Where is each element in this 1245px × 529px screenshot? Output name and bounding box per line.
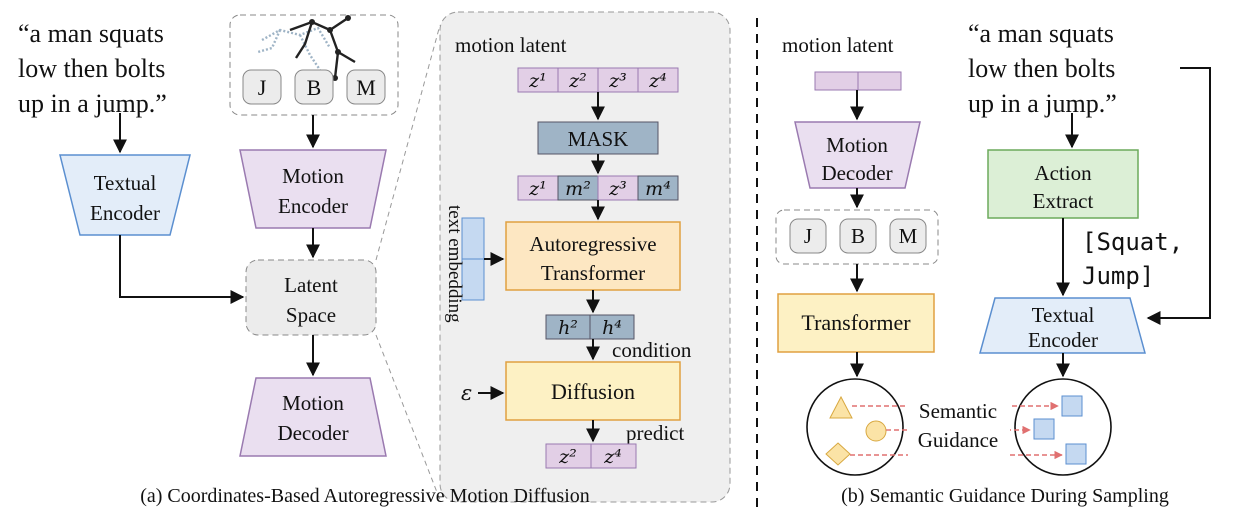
right-button-m: M: [899, 224, 918, 248]
motion-encoder: [239, 149, 387, 229]
latent-space-box: [245, 259, 377, 336]
condition-label: condition: [612, 338, 692, 362]
motion-decoder-right: [794, 121, 921, 189]
semantic-guidance-line2: Guidance: [918, 428, 998, 452]
motion-encoder-line2: Encoder: [278, 194, 348, 218]
square-shape-1: [1061, 395, 1083, 417]
textual-encoder-right-line1: Textual: [1032, 303, 1095, 327]
joint-buttons-right: J B M: [789, 218, 927, 254]
detail-arrows: [478, 92, 605, 443]
latent-space-line1: Latent: [284, 273, 338, 297]
right-arrows: [850, 67, 1211, 378]
autoregressive-transformer: [505, 221, 681, 291]
token-z4: z⁴: [648, 70, 667, 92]
latent-space-line2: Space: [286, 303, 336, 327]
masked-token-m4: m⁴: [645, 178, 671, 200]
button-m: [346, 69, 386, 105]
diamond-shape: [825, 442, 851, 466]
prompt-line-1: “a man squats: [18, 19, 164, 48]
actions-line2: Jump]: [1082, 262, 1154, 290]
button-j-label: J: [258, 75, 267, 100]
textual-encoder-right-line2: Encoder: [1028, 328, 1098, 352]
prompt-line-3: up in a jump.”: [18, 89, 167, 118]
latent-tokens-top: z¹ z² z³ z⁴: [517, 67, 679, 93]
target-space-circle: [1014, 378, 1112, 476]
latent-tokens-masked: z¹ m² z³ m⁴: [517, 175, 679, 201]
right-prompt-line-1: “a man squats: [968, 19, 1114, 48]
right-prompt-line-2: low then bolts: [968, 54, 1115, 83]
out-token-z4: z⁴: [603, 446, 622, 468]
masked-token-m2: m²: [565, 178, 591, 200]
action-extract-box: [987, 149, 1139, 219]
epsilon-label: ε: [461, 381, 472, 405]
motion-decoder-left-line2: Decoder: [277, 421, 348, 445]
right-prompt-line-3: up in a jump.”: [968, 89, 1117, 118]
button-j: [242, 69, 282, 105]
left-arrows: [113, 113, 320, 377]
textual-encoder-left-line2: Encoder: [90, 201, 160, 225]
token-z2: z²: [568, 70, 587, 92]
text-embedding-label: text embedding: [444, 205, 465, 323]
motion-encoder-line1: Motion: [282, 164, 344, 188]
action-extract-line1: Action: [1034, 161, 1092, 185]
square-shape-2: [1033, 418, 1055, 440]
motion-decoder-right-line2: Decoder: [821, 161, 892, 185]
transformer-box: [777, 293, 935, 353]
masked-token-z1: z¹: [528, 178, 547, 200]
prompt-text-right: “a man squats low then bolts up in a jum…: [968, 19, 1117, 118]
mask-box: [537, 121, 659, 155]
triangle-shape: [829, 395, 853, 419]
button-b: [294, 69, 334, 105]
zoom-line-top: [375, 24, 441, 261]
h-token-4: h⁴: [602, 317, 622, 339]
caption-a: (a) Coordinates-Based Autoregressive Mot…: [140, 485, 590, 507]
action-extract-line2: Extract: [1033, 189, 1094, 213]
zoom-line-bottom: [375, 334, 441, 501]
semantic-guidance-line1: Semantic: [919, 399, 997, 423]
out-token-z2: z²: [558, 446, 577, 468]
textual-encoder-left-line1: Textual: [94, 171, 157, 195]
joint-buttons-left: J B M: [242, 69, 386, 105]
h-token-2: h²: [558, 317, 578, 339]
ar-transformer-line2: Transformer: [541, 261, 645, 285]
source-space-circle: [806, 378, 904, 476]
motion-decoder-right-line1: Motion: [826, 133, 888, 157]
detail-motion-latent-label: motion latent: [455, 33, 567, 57]
prompt-text-left: “a man squats low then bolts up in a jum…: [18, 19, 167, 118]
prompt-line-2: low then bolts: [18, 54, 165, 83]
caption-b: (b) Semantic Guidance During Sampling: [841, 485, 1169, 507]
motion-decoder-left: [239, 377, 387, 457]
circle-shape: [865, 420, 887, 442]
latent-tokens-out: z² z⁴: [545, 443, 637, 469]
square-shape-3: [1065, 443, 1087, 465]
button-m-label: M: [356, 75, 376, 100]
token-z1: z¹: [528, 70, 547, 92]
token-z3: z³: [608, 70, 627, 92]
ar-transformer-line1: Autoregressive: [529, 232, 656, 256]
button-b-label: B: [307, 75, 322, 100]
h-tokens: h² h⁴: [545, 314, 635, 340]
motion-decoder-left-line1: Motion: [282, 391, 344, 415]
right-button-j: J: [804, 224, 812, 248]
transformer-label: Transformer: [801, 310, 911, 335]
diffusion-box: [505, 361, 681, 421]
masked-token-z3: z³: [608, 178, 627, 200]
textual-encoder-left: [59, 154, 191, 236]
actions-line1: [Squat,: [1082, 228, 1183, 256]
guidance-label-bg: [908, 395, 1010, 461]
mask-label: MASK: [568, 127, 629, 151]
diffusion-label: Diffusion: [551, 379, 635, 404]
right-button-b: B: [851, 224, 865, 248]
right-motion-latent-label: motion latent: [782, 33, 894, 57]
textual-encoder-right: [979, 297, 1146, 354]
predict-label: predict: [626, 421, 684, 445]
